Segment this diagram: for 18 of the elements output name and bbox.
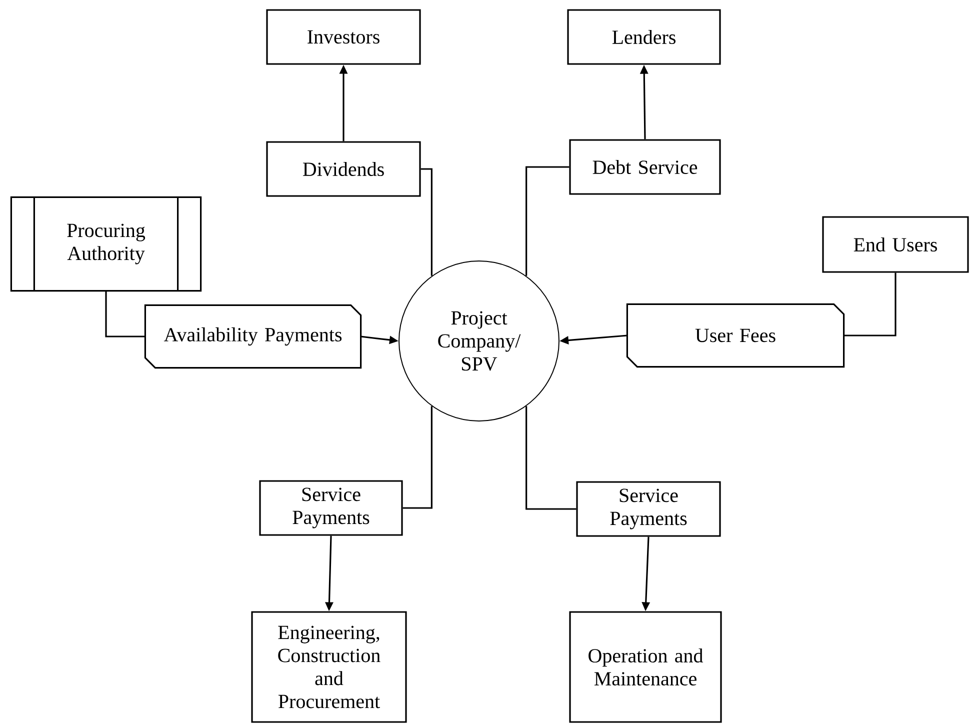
connector-line (105, 290, 146, 338)
payment-tag: Availability Payments (144, 304, 362, 369)
connector-line (844, 272, 896, 336)
process-box: Engineering, Construction and Procurement (251, 611, 407, 723)
process-box: End Users (822, 216, 969, 273)
process-box: Lenders (567, 9, 721, 65)
process-box: Operation and Maintenance (569, 611, 722, 723)
predefined-process-box: Procuring Authority (10, 196, 202, 292)
payment-tag: User Fees (626, 303, 845, 368)
process-box: Service Payments (259, 480, 403, 536)
process-box: Service Payments (576, 481, 721, 537)
process-box: Dividends (266, 141, 421, 197)
process-box: Debt Service (569, 139, 721, 195)
connector-line (420, 168, 432, 276)
connector-line (402, 406, 432, 509)
process-box: Investors (266, 9, 421, 65)
connector-line (526, 406, 576, 510)
connector-line (526, 166, 570, 276)
